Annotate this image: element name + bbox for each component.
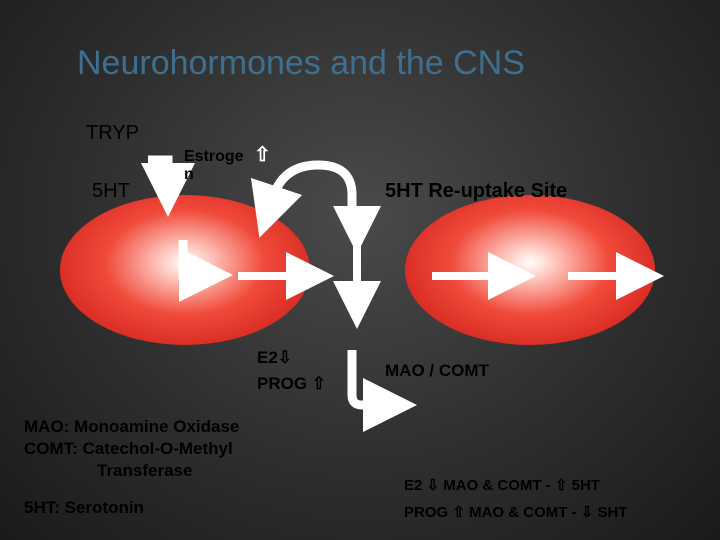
- comt-definition-line2: Transferase: [97, 461, 193, 480]
- tryp-label: TRYP: [86, 122, 139, 144]
- e2-effect-line: E2 ⇩ MAO & COMT - ⇧ 5HT: [404, 477, 600, 494]
- 5ht-definition: 5HT: Serotonin: [24, 498, 144, 517]
- degradation-arrow: [347, 350, 417, 432]
- up-arrow-icon: ⇧: [254, 144, 271, 166]
- prog-label: PROG ⇧: [257, 374, 327, 393]
- mao-comt-label: MAO / COMT: [385, 361, 489, 380]
- reuptake-loop-arrow: [250, 160, 357, 238]
- e2-label: E2⇩: [257, 348, 293, 367]
- prog-effect-line: PROG ⇧ MAO & COMT - ⇩ SHT: [404, 504, 628, 521]
- mao-definition: MAO: Monoamine Oxidase: [24, 417, 240, 436]
- page-title: Neurohormones and the CNS: [77, 44, 525, 82]
- comt-definition-line1: COMT: Catechol-O-Methyl: [24, 439, 233, 458]
- synthesis-arrow: [178, 240, 233, 302]
- tryp-to-5ht-arrow: [141, 155, 195, 217]
- estrogen-label: Estroge ⇧ n: [184, 144, 271, 183]
- 5ht-label: 5HT: [92, 180, 130, 202]
- reuptake-site-label: 5HT Re-uptake Site: [385, 180, 568, 202]
